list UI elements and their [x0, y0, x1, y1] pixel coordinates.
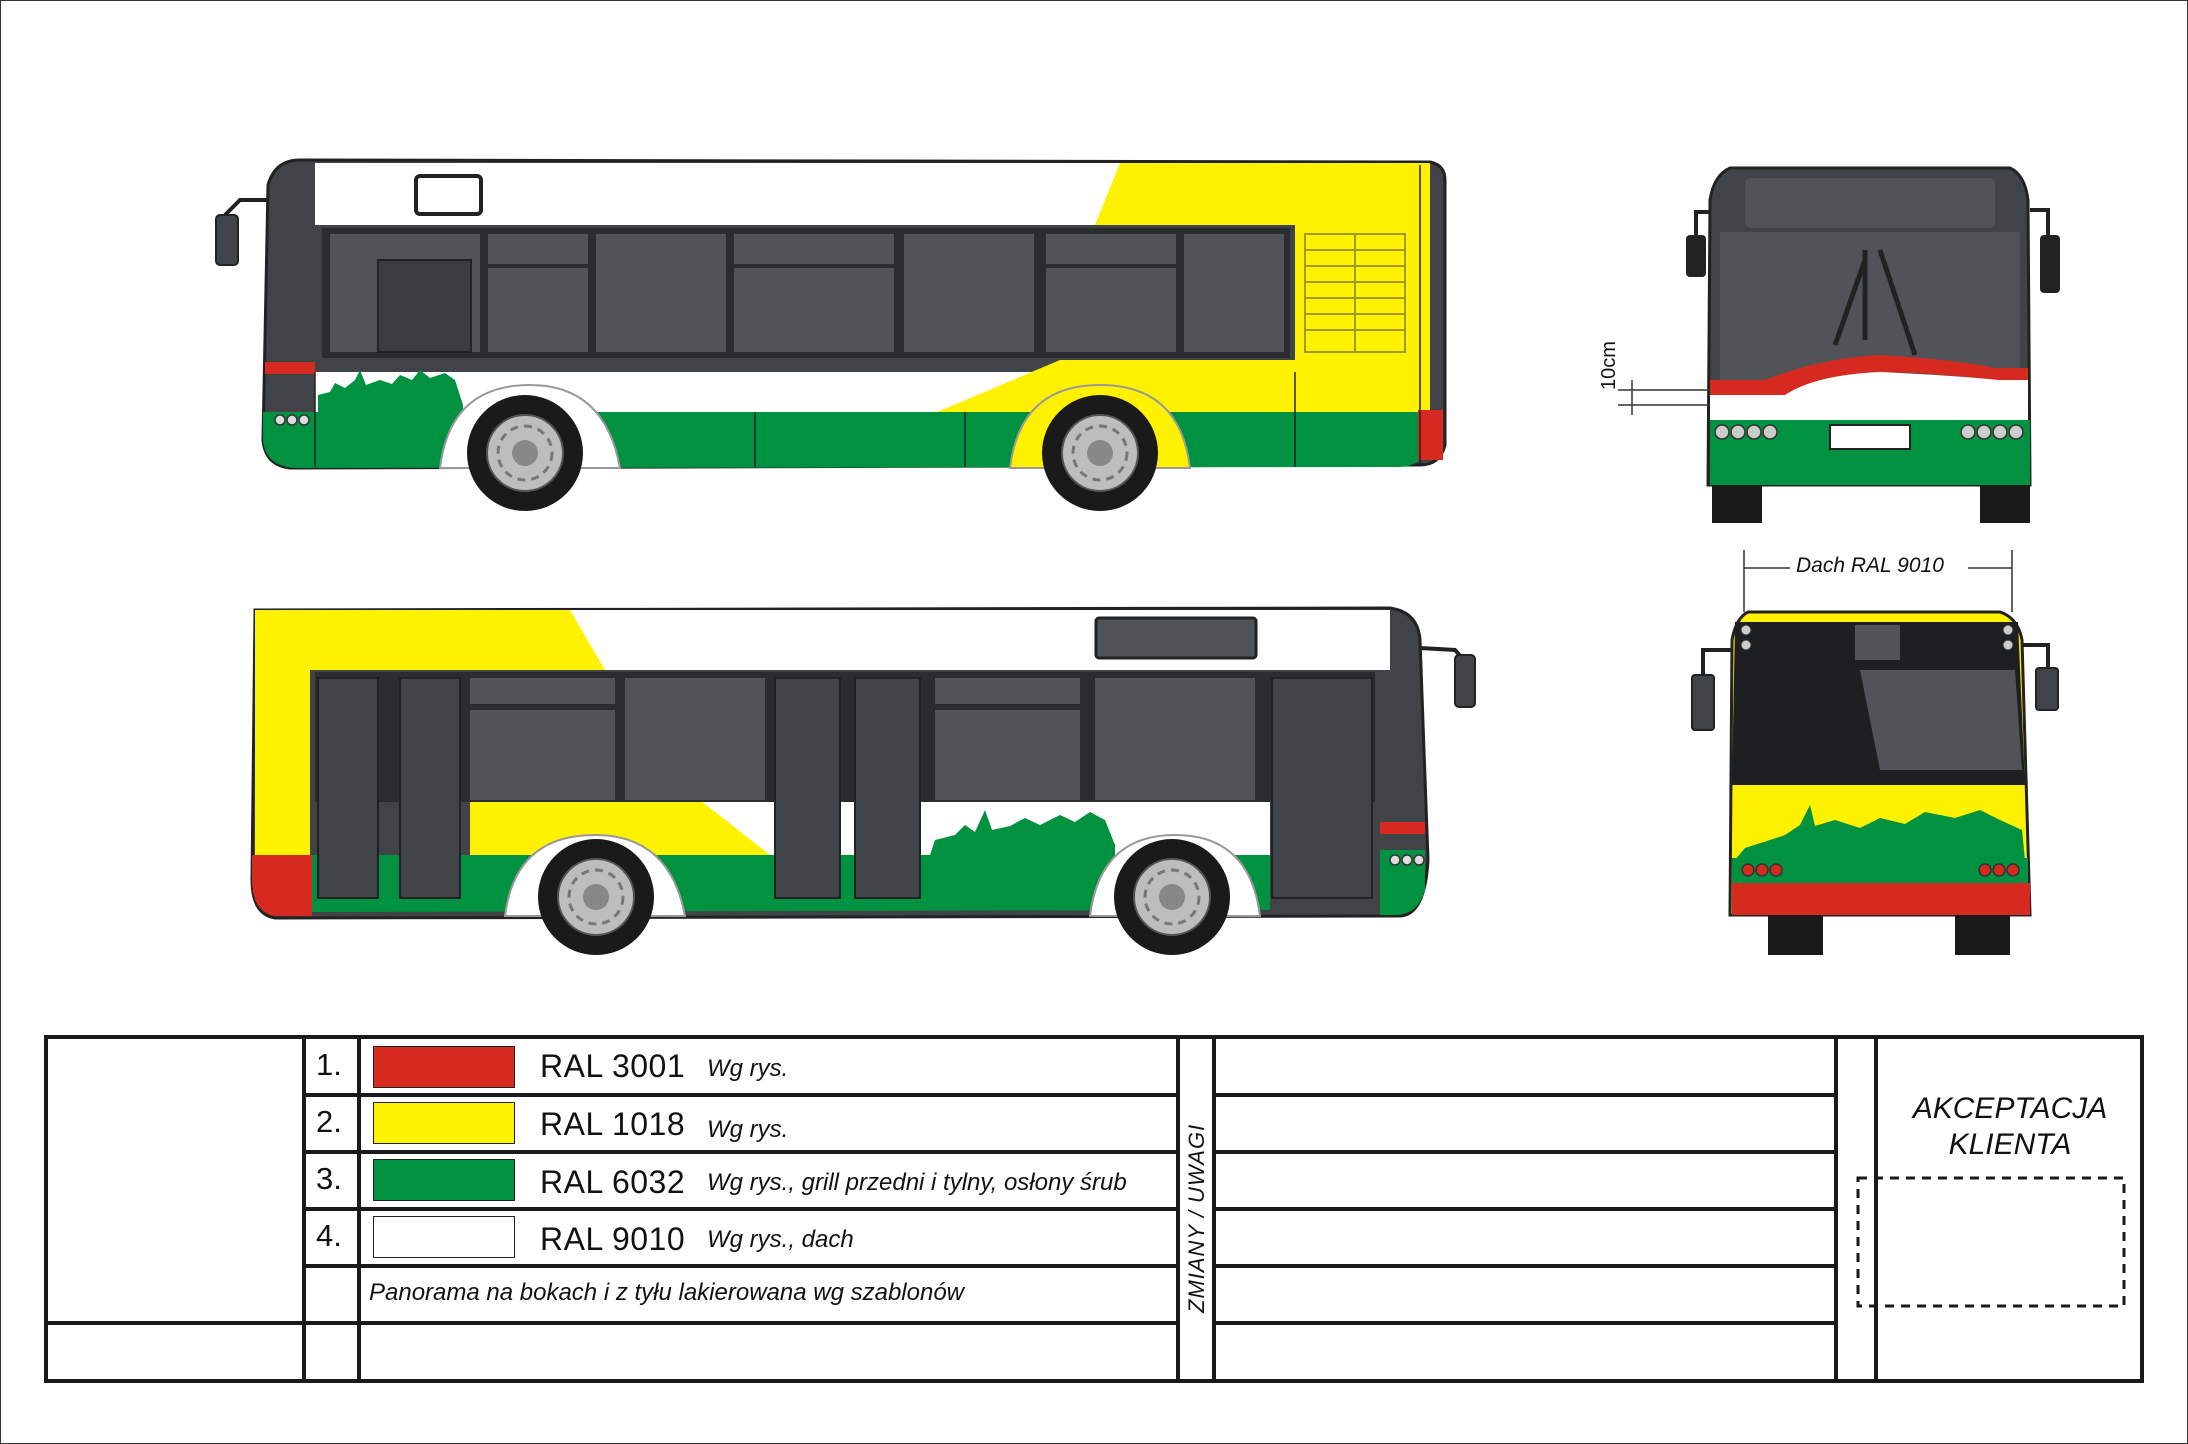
- acceptance-line-1: AKCEPTACJA: [1912, 1092, 2108, 1125]
- panorama-note: Panorama na bokach i z tyłu lakierowana …: [369, 1279, 964, 1306]
- row-1-number: 1.: [316, 1047, 342, 1082]
- row-1-swatch: [373, 1046, 515, 1088]
- row-4-note: Wg rys., dach: [707, 1226, 854, 1253]
- changes-label: ZMIANY / UWAGI: [1184, 1123, 1209, 1313]
- roof-dimension-label: Dach RAL 9010: [1796, 554, 1944, 577]
- row-2-number: 2.: [316, 1104, 342, 1139]
- front-dimension-label: 10cm: [1598, 341, 1620, 390]
- row-3-swatch: [373, 1159, 515, 1201]
- rear-view: [1691, 550, 2059, 955]
- bus-drawings: [215, 158, 2060, 957]
- row-2-note: Wg rys.: [707, 1116, 789, 1143]
- row-3-ral: RAL 6032: [540, 1164, 686, 1200]
- row-3-number: 3.: [316, 1161, 342, 1196]
- row-1-note: Wg rys.: [707, 1055, 789, 1082]
- signature-box: [1856, 1176, 2126, 1308]
- row-4-number: 4.: [316, 1218, 342, 1253]
- legend-table: 1. RAL 3001 Wg rys. 2. RAL 1018 Wg rys. …: [44, 1035, 2144, 1383]
- row-2-swatch: [373, 1102, 515, 1144]
- row-4-swatch: [373, 1216, 515, 1258]
- table-grid: [44, 1035, 2144, 1383]
- front-view: [1618, 166, 2060, 523]
- row-2-ral: RAL 1018: [540, 1106, 686, 1142]
- row-1-ral: RAL 3001: [540, 1048, 686, 1084]
- side-view-right: [250, 606, 1476, 957]
- row-3-note: Wg rys., grill przedni i tylny, osłony ś…: [707, 1169, 1127, 1196]
- acceptance-line-2: KLIENTA: [1948, 1128, 2072, 1161]
- acceptance-label: AKCEPTACJA KLIENTA: [1880, 1091, 2140, 1163]
- row-4-ral: RAL 9010: [540, 1221, 686, 1257]
- side-view-left: [215, 158, 1447, 513]
